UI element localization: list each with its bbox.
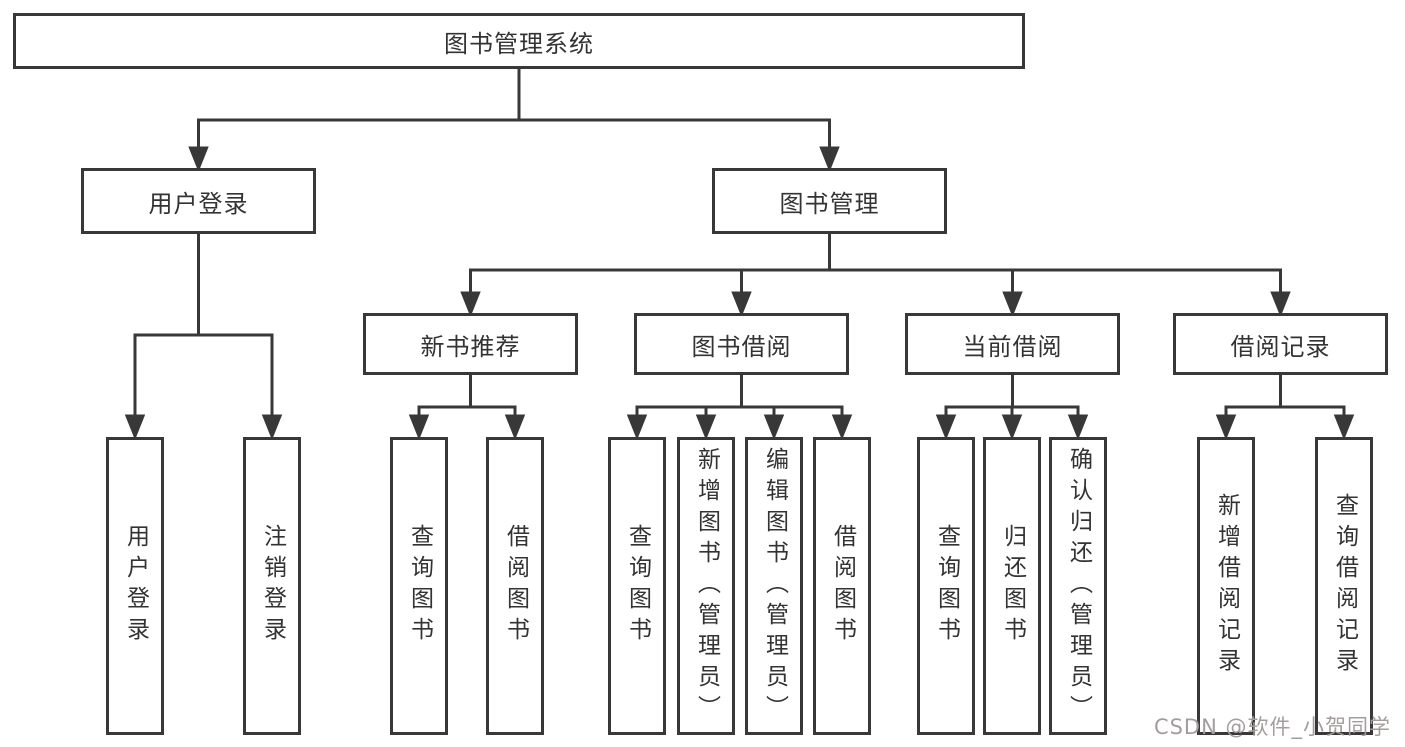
arrow-down-icon xyxy=(188,146,209,173)
node-user-login: 用户登录 xyxy=(81,168,316,234)
arrow-down-icon xyxy=(831,414,853,441)
connector-book-borrow-to-leaves xyxy=(626,373,853,441)
leaf-confirm-return-admin: 确认归还（管理员） xyxy=(1049,437,1107,735)
node-new-book-recommend: 新书推荐 xyxy=(363,313,578,375)
leaf-return-books: 归还图书 xyxy=(983,437,1041,735)
arrow-down-icon xyxy=(763,414,785,441)
connector-current-borrow-to-leaves xyxy=(935,373,1089,441)
arrow-down-icon xyxy=(819,146,840,173)
arrow-down-icon xyxy=(626,414,648,441)
node-root-library-system: 图书管理系统 xyxy=(13,13,1025,69)
arrow-down-icon xyxy=(124,414,146,441)
leaf-borrow-books-recommend: 借阅图书 xyxy=(486,437,544,735)
leaf-query-borrow-record: 查询借阅记录 xyxy=(1315,437,1373,735)
arrow-down-icon xyxy=(504,414,526,441)
arrow-down-icon xyxy=(460,291,481,318)
connector-user-login-to-leaves xyxy=(124,232,283,441)
node-borrow-records: 借阅记录 xyxy=(1173,313,1388,375)
arrow-down-icon xyxy=(935,414,957,441)
leaf-edit-books-admin: 编辑图书（管理员） xyxy=(745,437,803,735)
connector-new-book-recommend-to-leaves xyxy=(408,373,526,441)
leaf-borrow-books: 借阅图书 xyxy=(813,437,871,735)
arrow-down-icon xyxy=(731,291,752,318)
arrow-down-icon xyxy=(1002,291,1023,318)
arrow-down-icon xyxy=(1067,414,1089,441)
node-book-borrow: 图书借阅 xyxy=(634,313,849,375)
leaf-user-login: 用户登录 xyxy=(106,437,164,735)
leaf-query-books-current: 查询图书 xyxy=(917,437,975,735)
csdn-watermark: CSDN @软件_小贺同学 xyxy=(1153,715,1391,739)
node-book-management: 图书管理 xyxy=(712,168,947,234)
connector-borrow-records-to-leaves xyxy=(1215,373,1355,441)
connector-book-management-to-level3 xyxy=(460,232,1291,318)
arrow-down-icon xyxy=(1270,291,1291,318)
connector-root-to-level2 xyxy=(188,67,840,173)
arrow-down-icon xyxy=(261,414,283,441)
leaf-query-books-recommend: 查询图书 xyxy=(390,437,448,735)
arrow-down-icon xyxy=(1215,414,1237,441)
leaf-logout: 注销登录 xyxy=(243,437,301,735)
leaf-add-books-admin: 新增图书（管理员） xyxy=(677,437,735,735)
arrow-down-icon xyxy=(408,414,430,441)
node-current-borrow: 当前借阅 xyxy=(905,313,1120,375)
leaf-query-books-borrow: 查询图书 xyxy=(608,437,666,735)
arrow-down-icon xyxy=(1001,414,1023,441)
leaf-add-borrow-record: 新增借阅记录 xyxy=(1197,437,1255,735)
arrow-down-icon xyxy=(1333,414,1355,441)
arrow-down-icon xyxy=(695,414,717,441)
